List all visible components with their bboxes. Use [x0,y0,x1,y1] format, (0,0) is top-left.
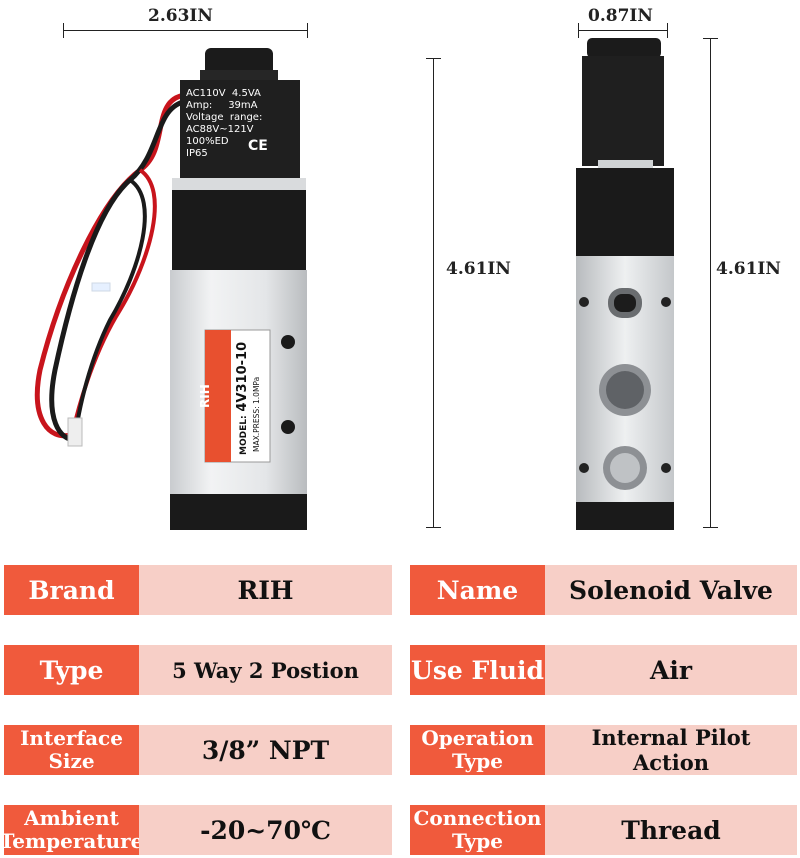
spec-value-operation-type: Internal Pilot Action [545,725,797,775]
height-dimension-line-front [426,58,441,528]
spec-value-brand: RIH [139,565,392,615]
nameplate-model-number: 4V310-10 [235,341,250,412]
height-dimension-label-side: 4.61IN [716,259,781,279]
coil-spec-line-5: 100%ED [186,136,229,147]
ce-mark: CE [248,138,268,154]
solenoid-valve-side-image [576,38,674,530]
width-dimension-label-front: 2.63IN [148,6,213,26]
spec-key-connection-type: Connection Type [410,805,545,855]
spec-row-brand: Brand RIH [4,565,392,615]
spec-row-use-fluid: Use Fluid Air [410,645,797,695]
spec-key-operation-type: Operation Type [410,725,545,775]
spec-key-ambient-temperature: Ambient Temperature [0,805,144,855]
spec-row-name: Name Solenoid Valve [410,565,797,615]
coil-spec-line-2: Amp: 39mA [186,100,258,111]
coil-spec-line-3: Voltage range: [186,112,263,123]
solenoid-valve-front-image [34,48,307,530]
nameplate-pressure: MAX.PRESS: 1.0MPa [252,376,261,452]
spec-row-operation-type: Operation Type Internal Pilot Action [410,725,797,775]
nameplate-model: MODEL: 4V310-10 [235,342,250,455]
nameplate-model-label: MODEL: [239,415,249,455]
spec-key-brand: Brand [4,565,139,615]
spec-row-type: Type 5 Way 2 Postion [4,645,392,695]
width-dimension-line-front [63,23,308,38]
nameplate-brand: RIH [198,384,212,408]
height-dimension-label-front: 4.61IN [446,259,511,279]
coil-spec-line-6: IP65 [186,148,208,159]
spec-key-interface-size: Interface Size [4,725,139,775]
spec-key-name: Name [410,565,545,615]
spec-key-use-fluid: Use Fluid [410,645,545,695]
spec-key-type: Type [4,645,139,695]
spec-value-interface-size: 3/8” NPT [139,725,392,775]
height-dimension-line-side [703,38,718,528]
coil-spec-line-1: AC110V 4.5VA [186,88,261,99]
spec-value-type: 5 Way 2 Postion [139,645,392,695]
coil-spec-line-4: AC88V~121V [186,124,254,135]
width-dimension-label-side: 0.87IN [588,6,653,26]
width-dimension-line-side [578,23,668,38]
spec-value-ambient-temperature: -20~70℃ [139,805,392,855]
spec-row-ambient-temperature: Ambient Temperature -20~70℃ [0,805,392,855]
spec-value-use-fluid: Air [545,645,797,695]
spec-value-connection-type: Thread [545,805,797,855]
spec-value-name: Solenoid Valve [545,565,797,615]
spec-row-interface-size: Interface Size 3/8” NPT [4,725,392,775]
spec-row-connection-type: Connection Type Thread [410,805,797,855]
